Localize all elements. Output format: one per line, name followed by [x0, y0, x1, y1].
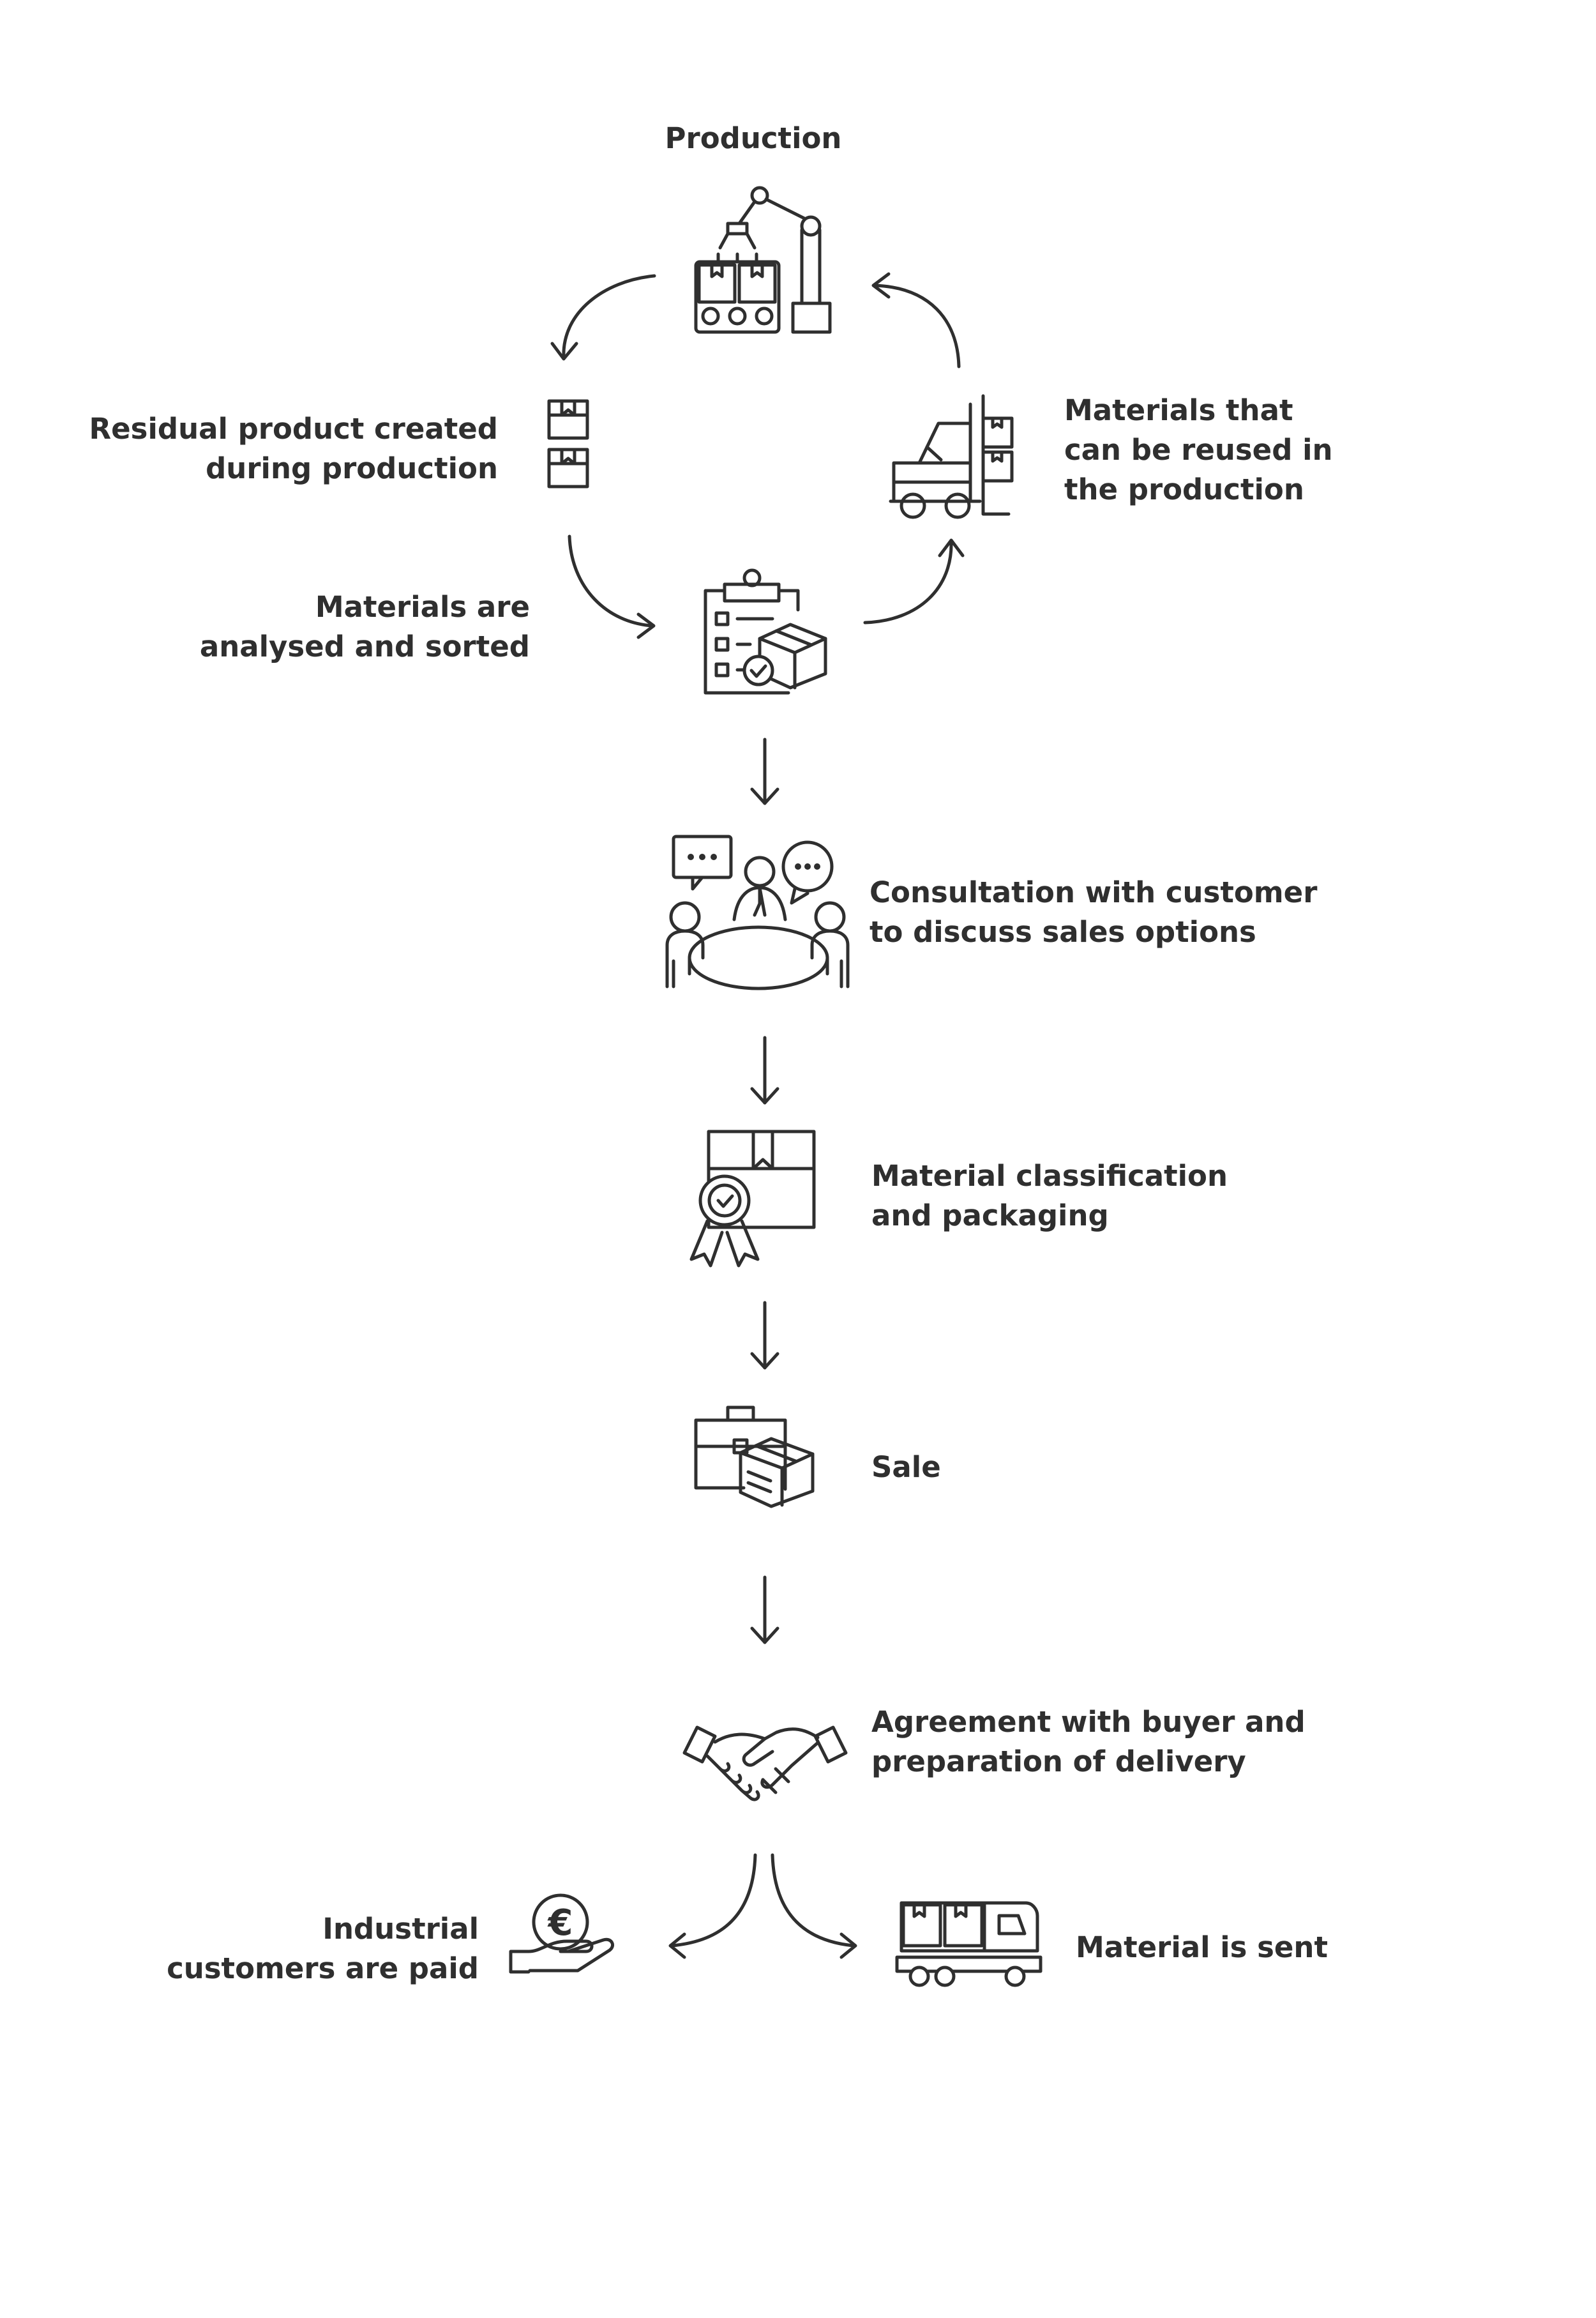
delivery-truck-icon — [895, 1901, 1043, 1987]
arrow-residual-to-analysed — [568, 534, 656, 639]
certified-package-icon — [689, 1130, 816, 1268]
euro-symbol: € — [547, 1902, 573, 1944]
stacked-boxes-icon — [547, 399, 589, 489]
arrow-reused-to-production — [871, 272, 961, 368]
robot-arm-conveyor-icon — [694, 186, 832, 334]
label-sale: Sale — [871, 1450, 941, 1484]
euro-coin-hand-icon: € — [509, 1893, 614, 1974]
arrow-analysed-to-reused — [863, 538, 965, 625]
meeting-table-icon — [665, 835, 850, 990]
handshake-icon — [682, 1725, 848, 1801]
arrow-production-to-residual — [550, 274, 656, 361]
arrow-classification-to-sale — [750, 1301, 779, 1370]
arrow-sale-to-agreement — [750, 1575, 779, 1644]
arrow-agreement-to-sent — [771, 1853, 857, 1959]
clipboard-checklist-icon — [704, 568, 827, 695]
forklift-icon — [889, 394, 1014, 519]
label-sent: Material is sent — [1076, 1930, 1328, 1964]
briefcase-package-icon — [694, 1405, 815, 1508]
arrow-analysed-to-consultation — [750, 738, 779, 805]
arrow-agreement-to-paid — [668, 1853, 757, 1959]
arrow-consultation-to-classification — [750, 1036, 779, 1105]
label-production: Production — [665, 121, 842, 155]
